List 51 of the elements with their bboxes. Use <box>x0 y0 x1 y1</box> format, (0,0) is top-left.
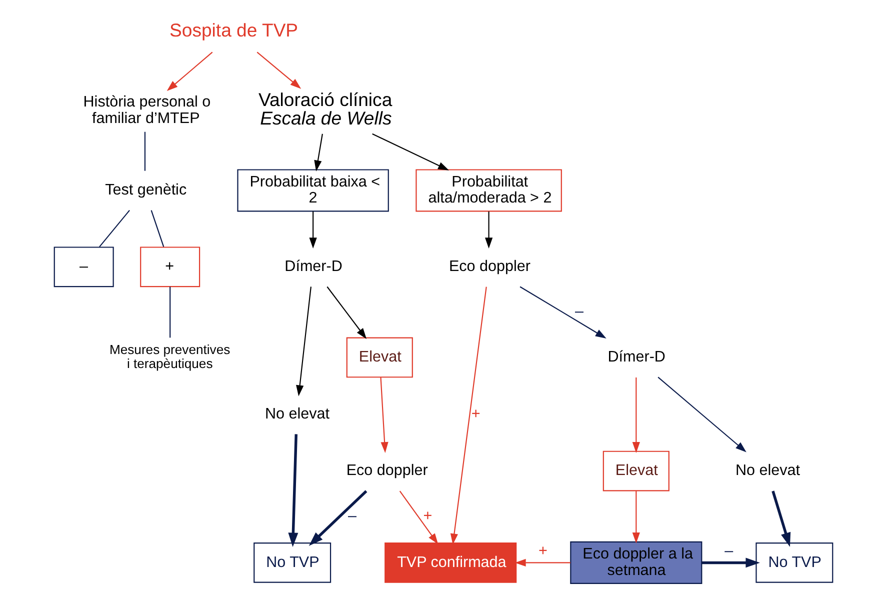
arrow <box>296 286 312 396</box>
node-box: Probabilitat baixa < 2 <box>237 169 389 212</box>
node-text: Eco doppler <box>448 258 530 275</box>
connector <box>144 132 146 171</box>
arrow <box>372 133 449 170</box>
node-box: Eco doppler a la setmana <box>570 541 702 584</box>
connector <box>99 210 130 248</box>
node-box: TVP confirmada <box>384 542 517 583</box>
arrow <box>772 490 791 547</box>
arrow <box>166 52 213 92</box>
connector <box>150 210 164 247</box>
arrow <box>484 211 493 249</box>
node-box: – <box>54 246 114 288</box>
node-text: Valoració clínica Escala de Wells <box>258 89 392 129</box>
edge-label: – <box>724 542 734 560</box>
node-box: + <box>140 246 200 288</box>
node-text: Sospita de TVP <box>170 20 298 41</box>
edge-label: + <box>538 542 548 560</box>
edge-label: + <box>423 507 432 524</box>
arrow <box>702 558 760 568</box>
edge-label: + <box>471 405 480 422</box>
arrow <box>399 490 438 544</box>
node-text: No elevat <box>735 462 800 480</box>
node-text: No elevat <box>265 405 330 422</box>
node-text: Dímer-D <box>284 258 342 275</box>
arrow <box>314 134 323 172</box>
arrow <box>632 377 640 453</box>
arrow <box>514 558 570 567</box>
arrow <box>326 286 367 339</box>
arrow <box>256 52 302 89</box>
arrow <box>520 286 606 339</box>
arrow <box>308 490 368 546</box>
arrow <box>380 377 388 453</box>
node-box: Probabilitat alta/moderada > 2 <box>416 169 562 212</box>
connector <box>170 286 171 338</box>
edge-label: – <box>348 507 356 524</box>
node-box: Elevat <box>346 337 413 378</box>
node-text: Test genètic <box>105 182 187 199</box>
node-text: Dímer-D <box>608 348 666 366</box>
arrow <box>309 211 317 249</box>
edge-label: – <box>575 303 584 320</box>
arrow <box>632 491 640 544</box>
node-box: No TVP <box>254 542 332 583</box>
node-text: Eco doppler <box>346 462 428 480</box>
node-box: Elevat <box>602 450 670 492</box>
arrow <box>658 376 746 452</box>
arrow <box>288 434 298 547</box>
arrow <box>450 286 487 545</box>
node-text: Mesures preventives i terapèutiques <box>109 342 230 371</box>
node-text: Història personal o familiar d’MTEP <box>83 94 211 128</box>
node-box: No TVP <box>756 542 834 583</box>
